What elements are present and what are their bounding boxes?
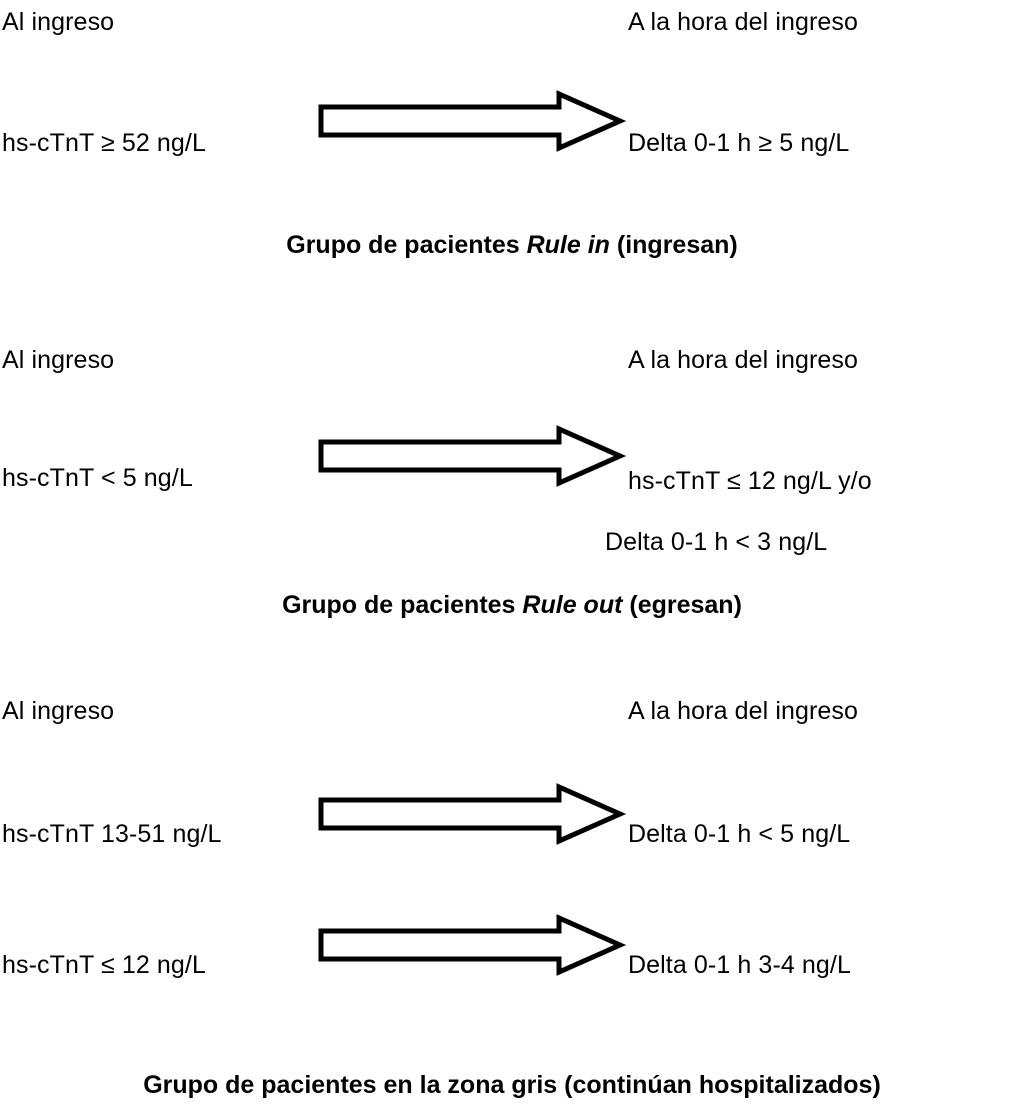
block-rule-in-left-criterion: hs-cTnT ≥ 52 ng/L — [2, 129, 206, 157]
block-rule-in-title-emphasis: Rule in — [526, 231, 610, 259]
block-zona-gris-left-criterion-1: hs-cTnT 13-51 ng/L — [2, 820, 222, 848]
block-rule-out-title-emphasis: Rule out — [522, 591, 623, 619]
block-rule-in-title-prefix: Grupo de pacientes — [286, 231, 527, 259]
block-rule-in-right-criterion: Delta 0-1 h ≥ 5 ng/L — [628, 129, 850, 157]
block-rule-in-left-header: Al ingreso — [2, 8, 115, 36]
block-rule-out-left-header: Al ingreso — [2, 346, 115, 374]
right-block-arrow — [319, 92, 622, 150]
block-zona-gris-left-header: Al ingreso — [2, 697, 115, 725]
block-rule-out-right-criterion-1: hs-cTnT ≤ 12 ng/L y/o — [628, 467, 872, 495]
block-rule-out-left-criterion: hs-cTnT < 5 ng/L — [2, 464, 193, 492]
block-rule-out-title-suffix: (egresan) — [622, 591, 742, 619]
right-block-arrow — [319, 785, 622, 843]
block-zona-gris-left-criterion-2: hs-cTnT ≤ 12 ng/L — [2, 951, 206, 979]
block-rule-out-title-prefix: Grupo de pacientes — [282, 591, 523, 619]
block-zona-gris-right-header: A la hora del ingreso — [628, 697, 859, 725]
block-rule-out-right-criterion-2: Delta 0-1 h < 3 ng/L — [605, 528, 828, 556]
right-block-arrow — [319, 427, 622, 485]
block-rule-out-title: Grupo de pacientes Rule out (egresan) — [0, 590, 1024, 620]
block-rule-in-title-suffix: (ingresan) — [609, 231, 738, 259]
block-rule-out-right-header: A la hora del ingreso — [628, 346, 859, 374]
right-block-arrow — [319, 916, 622, 974]
block-zona-gris-right-criterion-2: Delta 0-1 h 3-4 ng/L — [628, 951, 851, 979]
block-zona-gris-title-prefix: Grupo de pacientes en la zona gris (cont… — [143, 1071, 881, 1099]
block-zona-gris-right-criterion-1: Delta 0-1 h < 5 ng/L — [628, 820, 851, 848]
block-rule-in-right-header: A la hora del ingreso — [628, 8, 859, 36]
block-rule-in-title: Grupo de pacientes Rule in (ingresan) — [0, 230, 1024, 260]
block-zona-gris-title: Grupo de pacientes en la zona gris (cont… — [0, 1070, 1024, 1100]
